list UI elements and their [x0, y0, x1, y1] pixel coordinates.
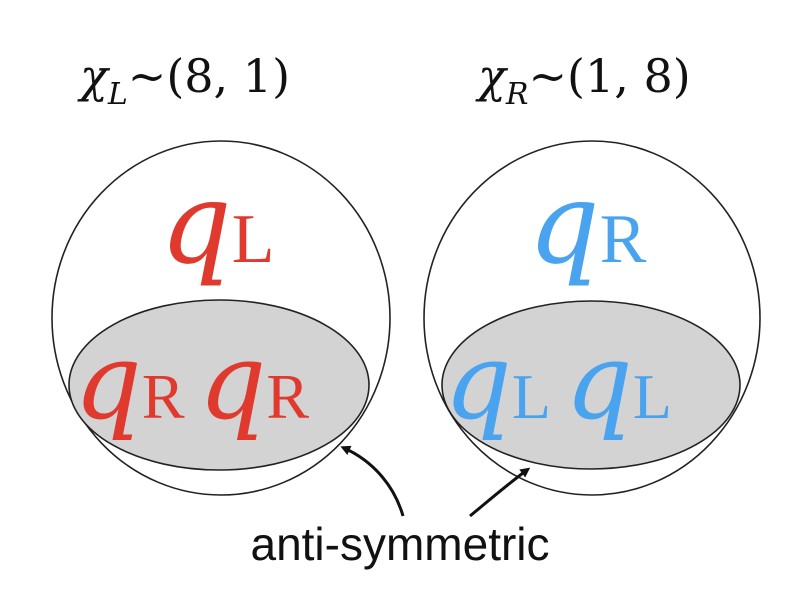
- left-outer-circle: [51, 140, 391, 496]
- left-representation-label: χL~(8, 1): [77, 49, 290, 112]
- right-arrow: [469, 467, 531, 518]
- right-representation-label: χR~(1, 8): [475, 49, 691, 112]
- left-arrow: [340, 445, 405, 517]
- right-antisymmetric-ellipse: [441, 300, 741, 470]
- antisymmetric-caption: anti-symmetric: [250, 518, 549, 570]
- left-top-quark: qL: [160, 159, 274, 289]
- left-antisymmetric-ellipse: [68, 299, 370, 471]
- right-outer-circle: [423, 140, 761, 496]
- right-top-quark: qR: [528, 159, 647, 289]
